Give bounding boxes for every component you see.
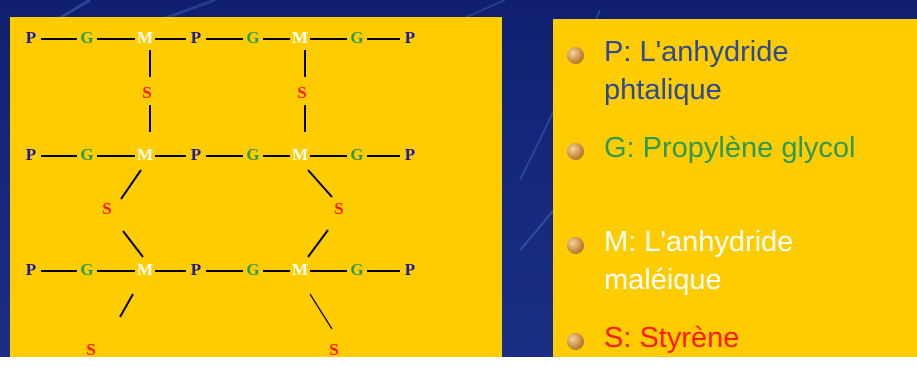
monomer-m-label: M — [292, 260, 308, 279]
monomer-p-label: P — [191, 145, 201, 164]
monomer-m-label: M — [292, 28, 308, 47]
bullet-icon — [567, 237, 584, 254]
structure-panel: S S S S S S P G M P G M G P P G M P G M G P P G M P G M G P — [10, 17, 502, 357]
monomer-g-label: G — [80, 260, 93, 279]
monomer-g-label: G — [350, 260, 363, 279]
crosslink-bond — [120, 169, 142, 200]
crosslink-bond — [307, 229, 329, 258]
monomer-g-label: G — [350, 28, 363, 47]
monomer-g-label: G — [246, 28, 259, 47]
monomer-p-label: P — [191, 260, 201, 279]
monomer-g-label: G — [80, 28, 93, 47]
polyester-network-diagram: S S S S S S P G M P G M G P P G M P G M G P P G M P G M G P — [26, 28, 415, 357]
legend-panel: P: L'anhydride phtalique G: Propylène gl… — [553, 19, 917, 357]
monomer-m-label: M — [137, 260, 153, 279]
bullet-icon — [567, 47, 584, 64]
legend-text-m: M: L'anhydride maléique — [604, 226, 794, 296]
styrene-label: S — [86, 340, 95, 357]
monomer-m-label: M — [137, 145, 153, 164]
monomer-p-label: P — [405, 260, 415, 279]
monomer-p-label: P — [191, 28, 201, 47]
monomer-p-label: P — [405, 28, 415, 47]
monomer-m-label: M — [292, 145, 308, 164]
monomer-p-label: P — [405, 145, 415, 164]
monomer-p-label: P — [26, 28, 36, 47]
crosslink-bond — [119, 293, 134, 318]
legend-text-p: P: L'anhydride phtalique — [604, 36, 789, 106]
monomer-g-label: G — [350, 145, 363, 164]
crosslink-bond — [309, 293, 333, 330]
crosslink-bond — [122, 230, 144, 258]
monomer-g-label: G — [246, 145, 259, 164]
monomer-m-label: M — [137, 28, 153, 47]
bullet-icon — [567, 143, 584, 160]
legend-text-s: S: Styrène — [604, 322, 740, 354]
bullet-icon — [567, 333, 584, 350]
monomer-p-label: P — [26, 145, 36, 164]
styrene-label: S — [329, 340, 338, 357]
crosslink-bond — [307, 169, 333, 198]
styrene-label: S — [297, 83, 306, 102]
legend-text-g: G: Propylène glycol — [604, 132, 856, 164]
styrene-label: S — [142, 83, 151, 102]
styrene-label: S — [334, 199, 343, 218]
monomer-p-label: P — [26, 260, 36, 279]
styrene-label: S — [102, 199, 111, 218]
monomer-g-label: G — [246, 260, 259, 279]
bottom-strip — [0, 357, 917, 367]
monomer-g-label: G — [80, 145, 93, 164]
